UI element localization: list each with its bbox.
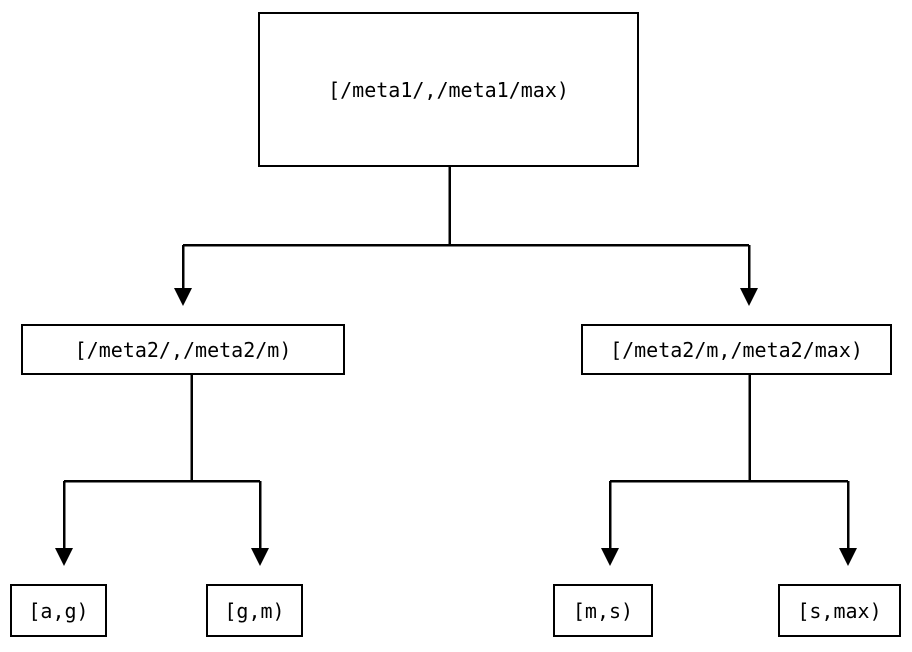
node-mid-left[interactable]: [/meta2/,/meta2/m) <box>21 324 345 375</box>
node-root-label: [/meta1/,/meta1/max) <box>328 77 569 102</box>
arrowhead-to-leaf-gm <box>251 548 269 566</box>
arrowhead-to-leaf-ag <box>55 548 73 566</box>
node-mid-right[interactable]: [/meta2/m,/meta2/max) <box>581 324 892 375</box>
arrowhead-to-leaf-smax <box>839 548 857 566</box>
node-leaf-smax-label: [s,max) <box>797 598 882 623</box>
arrowhead-to-mid-left <box>174 288 192 306</box>
arrowhead-to-leaf-ms <box>601 548 619 566</box>
node-mid-left-label: [/meta2/,/meta2/m) <box>74 337 292 362</box>
node-leaf-ms[interactable]: [m,s) <box>553 584 653 637</box>
node-leaf-ag[interactable]: [a,g) <box>10 584 107 637</box>
node-leaf-smax[interactable]: [s,max) <box>778 584 901 637</box>
node-mid-right-label: [/meta2/m,/meta2/max) <box>610 337 863 362</box>
node-leaf-gm-label: [g,m) <box>224 598 285 623</box>
node-leaf-ms-label: [m,s) <box>572 598 634 623</box>
node-leaf-gm[interactable]: [g,m) <box>206 584 303 637</box>
node-leaf-ag-label: [a,g) <box>28 598 89 623</box>
node-root[interactable]: [/meta1/,/meta1/max) <box>258 12 639 167</box>
arrowhead-to-mid-right <box>740 288 758 306</box>
